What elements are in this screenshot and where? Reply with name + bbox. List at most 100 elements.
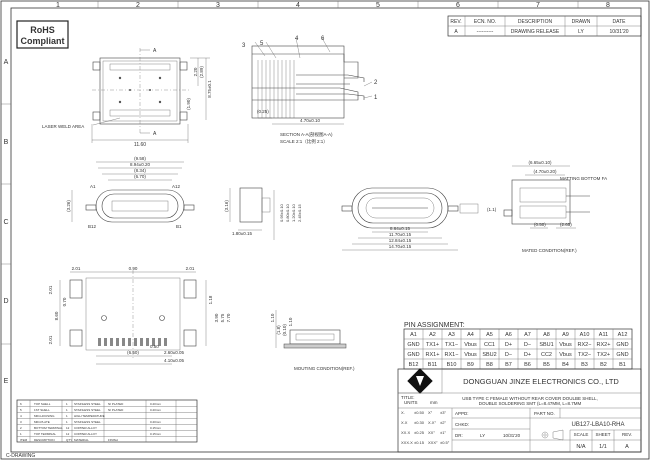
pin-label-b1: B1 [176, 224, 182, 229]
bom-cell: 12 [66, 426, 70, 430]
pcb-footprint: 2.01 0.90 2.01 8.60 0.70 2.01 2.01 1.18 … [48, 266, 231, 365]
side-vdim-4: 2.45±0.15 [297, 203, 302, 222]
fp-dim-bottom-1: 0.50 [150, 344, 159, 349]
title-block: DONGGUAN JINZE ELECTRONICS CO., LTD TITL… [397, 368, 642, 453]
pin-header-a: A5 [486, 332, 493, 338]
bom-cell: 0.15mm [150, 426, 161, 430]
pin-label-b12: B12 [88, 224, 97, 229]
bom-cell: MID-HOUSING [34, 414, 55, 418]
col-1: 1 [56, 2, 60, 9]
mated-dim-right: (1.1) [487, 207, 497, 212]
chkd-label: CHKD: [455, 422, 469, 427]
sheet-label: SHEET [595, 432, 610, 437]
mated-side-dim-4: (2.65) [560, 222, 572, 227]
pin-header-a: A8 [543, 332, 550, 338]
col-5: 5 [376, 2, 380, 9]
fp-dim-bottom-2: 2.60±0.05 [164, 350, 184, 355]
pin-signal-b: TX2− [578, 352, 591, 358]
bom-cell: NI PLATED [108, 408, 124, 412]
top-dim-side: (1.90) [186, 98, 191, 110]
mount-dim-3: (0.10) [282, 324, 287, 336]
bom-cell: COPPER ALLOY [74, 426, 97, 430]
fp-dim-top-1: 2.01 [72, 266, 81, 271]
rev-header-desc: DESCRIPTION [518, 19, 553, 25]
section-caption-2: SCALE 2:1（比例 2:1） [280, 138, 328, 145]
row-d: D [3, 298, 8, 305]
pin-signal-b: D+ [524, 352, 531, 358]
top-dim-right-2: 2.20 [193, 67, 198, 76]
section-mark-a-bottom: A [153, 131, 157, 137]
front-dim-left: (3.26) [66, 200, 71, 212]
row-a: A [4, 59, 9, 66]
pin-signal-a: RX2− [578, 342, 592, 348]
side-vdim-1: 0.95±0.10 [279, 203, 284, 222]
rev-value: A [625, 444, 629, 450]
row-c: C [3, 219, 8, 226]
pin-signal-a: Vbus [464, 342, 477, 348]
rev-label: REV. [622, 432, 632, 437]
title-line-1: USB TYPE C FEMALE WITHOUT REAR COVER DOU… [462, 396, 598, 401]
tol-angle-value: ±3° [440, 410, 446, 415]
callout-2: 2 [374, 80, 378, 86]
bom-header-cell: MATERIAL [74, 438, 89, 442]
scale-label: SCALE [574, 432, 589, 437]
pin-signal-b: RX1− [445, 352, 459, 358]
bom-cell: 0.20mm [150, 420, 161, 424]
bom-cell: 1 [66, 402, 68, 406]
side-dim-bottom: 1.80±0.15 [232, 231, 252, 236]
rohs-line-1: RoHS [30, 25, 55, 35]
title-line-2: DOUBLE SOLDERING SMT (L=8.47MM, L=8.7MM [479, 401, 582, 406]
col-6: 6 [456, 2, 460, 9]
rev-value-desc: DRAWING RELEASE [511, 29, 560, 35]
tol-angle: XX° [428, 430, 435, 435]
rev-header-rev: REV. [450, 19, 461, 25]
fp-dim-bottom-3: 4.10±0.05 [164, 358, 184, 363]
pin-signal-b: TX2+ [597, 352, 610, 358]
bom-cell: 0.20mm [150, 402, 161, 406]
mount-dim-1: 1.10 [270, 313, 275, 322]
bom-header-cell: FINISH [108, 438, 118, 442]
tol-value: ±0.30 [414, 420, 425, 425]
pin-signal-a: GND [407, 342, 419, 348]
pin-signal-b: GND [407, 352, 419, 358]
fp-dim-top-2: 0.90 [129, 266, 138, 271]
fp-dim-left-4: 2.01 [48, 335, 53, 344]
row-markers: A B C D E [3, 59, 8, 385]
mated-dim-3: 12.84±0.15 [389, 238, 412, 243]
pin-header-a: A4 [467, 332, 474, 338]
pin-header-b: B7 [505, 362, 512, 368]
col-7: 7 [536, 2, 540, 9]
section-caption-1: SECTION A-A(剖视图A-A) [280, 131, 333, 138]
top-view: A A 11.60 (2.89) 2.20 8.75±0.1 (1.90) LA… [42, 48, 212, 148]
pin-header-b: B12 [409, 362, 419, 368]
pin-signal-a: CC1 [484, 342, 495, 348]
pin-signal-a: TX1+ [426, 342, 439, 348]
pin-header-b: B1 [619, 362, 626, 368]
section-dim-1: (0.25) [257, 109, 269, 114]
top-dim-right-3: 8.75±0.1 [207, 80, 212, 98]
revision-table: REV. ECN. NO. DESCRIPTION DRAWN DATE A -… [447, 15, 642, 37]
tol-value: ±0.25 [414, 430, 425, 435]
pin-header-a: A3 [448, 332, 455, 338]
bom-cell: STAINLESS STEEL [74, 420, 101, 424]
bom-cell: STAINLESS STEEL [74, 402, 101, 406]
rev-value-ecn: ---------- [477, 29, 494, 35]
bom-cell: 1ST SHELL [34, 408, 50, 412]
rev-value-drawn: LY [578, 29, 584, 35]
front-side-view: (3.16) 1.80±0.15 0.95±0.10 0.80±0.10 1.2… [224, 187, 302, 240]
pin-signal-a: GND [616, 342, 628, 348]
callout-5: 5 [260, 41, 264, 47]
tol-angle: X° [428, 410, 433, 415]
fp-dim-left-2: 0.70 [62, 297, 67, 306]
pin-header-a: A7 [524, 332, 531, 338]
front-dim-3: (8.34) [134, 168, 146, 173]
pin-header-a: A10 [580, 332, 590, 338]
bom-header-cell: ITEM [20, 438, 28, 442]
bom-cell: 4 [20, 414, 22, 418]
fp-dim-center: (6.50) [127, 350, 139, 355]
bom-cell: 6 [20, 402, 22, 406]
fp-dim-right-2: 3.90 [214, 313, 219, 322]
fp-dim-top-3: 2.01 [186, 266, 195, 271]
dr-value: LY [480, 433, 485, 438]
